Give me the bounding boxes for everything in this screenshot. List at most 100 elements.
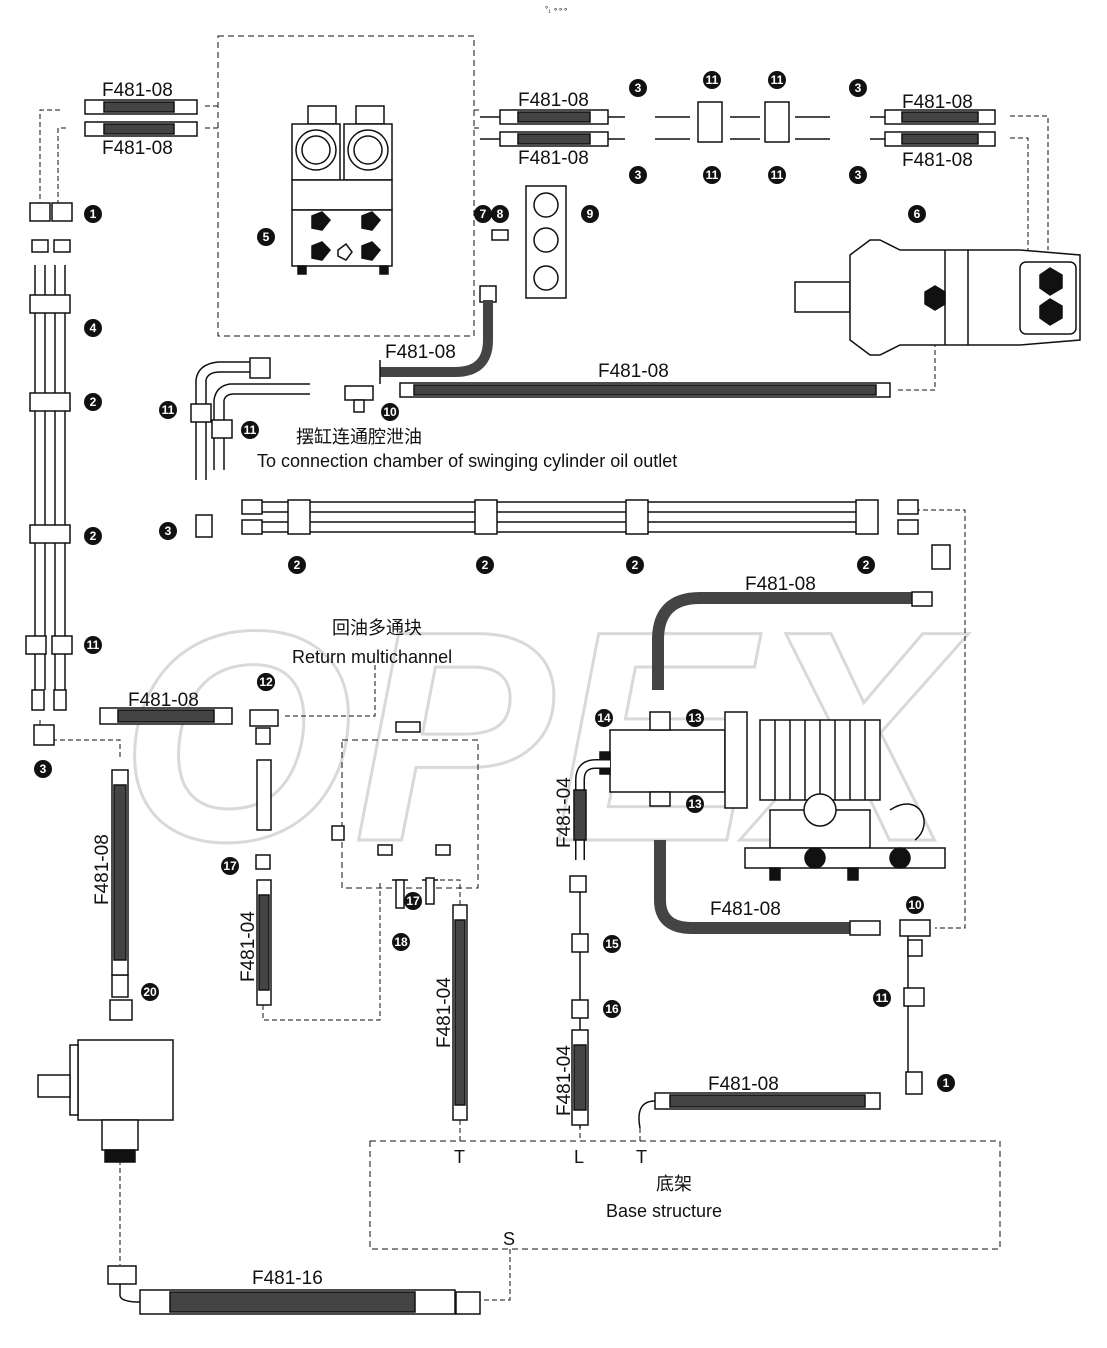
hose-code-label: F481-08 [710, 899, 781, 920]
callout-3: 3 [629, 79, 647, 97]
port-label: T [454, 1147, 465, 1167]
callout-number: 17 [406, 894, 420, 908]
pto-gearbox [37, 999, 174, 1163]
hose-code-label: F481-04 [238, 911, 259, 982]
hose-code-label: F481-08 [902, 92, 973, 113]
swing-cylinder-label-cn: 摆缸连通腔泄油 [296, 426, 422, 447]
pump-assembly [599, 711, 946, 881]
callout-number: 16 [605, 1002, 619, 1016]
callout-11: 11 [768, 71, 786, 89]
callout-number: 11 [706, 73, 719, 87]
callout-14: 14 [595, 709, 613, 727]
hose-code-label: F481-08 [102, 138, 173, 159]
callout-11: 11 [873, 989, 891, 1007]
callout-number: 12 [259, 675, 273, 689]
hose-code-label: F481-08 [598, 361, 669, 382]
hoses [84, 99, 996, 1315]
callout-number: 11 [87, 638, 100, 652]
callout-number: 6 [914, 207, 921, 221]
callout-number: 1 [90, 207, 97, 221]
callout-15: 15 [603, 935, 621, 953]
callout-1: 1 [937, 1074, 955, 1092]
callout-2: 2 [288, 556, 306, 574]
pipe-clamp [764, 101, 790, 143]
hydraulic-motor [794, 239, 1081, 356]
pressure-gauge-panel [525, 185, 567, 299]
callout-17: 17 [221, 857, 239, 875]
callout-2: 2 [84, 527, 102, 545]
pipe-clamp [571, 933, 589, 953]
valve-enclosure [217, 35, 475, 337]
hose-code-label: F481-08 [708, 1074, 779, 1095]
callout-number: 9 [587, 207, 594, 221]
callout-number: 3 [855, 168, 862, 182]
pipe-clamp [855, 499, 879, 535]
port-label: L [574, 1147, 584, 1167]
callout-20: 20 [141, 983, 159, 1001]
pipe-clamp [29, 524, 71, 544]
base-structure-label-cn: 底架 [656, 1174, 692, 1194]
callout-5: 5 [257, 228, 275, 246]
callout-number: 3 [165, 524, 172, 538]
callout-number: 13 [688, 711, 702, 725]
callout-2: 2 [84, 393, 102, 411]
callout-10: 10 [906, 896, 924, 914]
swing-cylinder-label-en: To connection chamber of swinging cylind… [257, 451, 677, 471]
gauge-icon [533, 227, 559, 253]
hose-code-label: F481-04 [434, 977, 455, 1048]
callout-17: 17 [404, 892, 422, 910]
callout-11: 11 [241, 421, 259, 439]
callout-number: 3 [635, 81, 642, 95]
callout-13: 13 [686, 795, 704, 813]
fittings [29, 202, 951, 1315]
pipe-clamp [29, 294, 71, 314]
pipe-clamp [625, 499, 649, 535]
return-multichannel-label-en: Return multichannel [292, 647, 452, 667]
callout-number: 3 [855, 81, 862, 95]
hose-code-label: F481-08 [745, 574, 816, 595]
pipe-clamp [571, 999, 589, 1019]
callout-number: 5 [263, 230, 270, 244]
pipe-clamp [190, 403, 212, 423]
pipe-clamp [287, 499, 311, 535]
callout-number: 20 [143, 985, 157, 999]
callout-number: 15 [605, 937, 619, 951]
callout-number: 18 [394, 935, 408, 949]
callout-4: 4 [84, 319, 102, 337]
manifold-fittings [331, 721, 451, 909]
pipe-clamp [25, 635, 47, 655]
callout-number: 3 [635, 168, 642, 182]
callout-13: 13 [686, 709, 704, 727]
hose-code-label: F481-16 [252, 1268, 323, 1289]
callout-number: 8 [497, 207, 504, 221]
gauge-icon [533, 192, 559, 218]
callout-6: 6 [908, 205, 926, 223]
callout-number: 1 [943, 1076, 950, 1090]
pipe-clamp [249, 357, 271, 379]
gauge-icon [533, 265, 559, 291]
callout-number: 2 [863, 558, 870, 572]
callout-number: 2 [90, 529, 97, 543]
pipe-clamp [697, 101, 723, 143]
callout-number: 7 [480, 207, 487, 221]
callout-number: 3 [40, 762, 47, 776]
pipe-clamp [29, 392, 71, 412]
hose-code-label: F481-08 [102, 80, 173, 101]
hose-code-label: F481-08 [385, 342, 456, 363]
callout-number: 2 [482, 558, 489, 572]
hose-code-label: F481-08 [92, 834, 113, 905]
callout-3: 3 [629, 166, 647, 184]
pipe-clamp [903, 987, 925, 1007]
callout-18: 18 [392, 933, 410, 951]
callout-11: 11 [159, 401, 177, 419]
callout-3: 3 [849, 79, 867, 97]
callout-number: 10 [908, 898, 922, 912]
callout-3: 3 [34, 760, 52, 778]
return-multichannel-block [341, 739, 479, 889]
top-mark: °₁ ∘∘∘ [545, 5, 568, 14]
callout-number: 14 [597, 711, 611, 725]
port-label: T [636, 1147, 647, 1167]
callout-number: 11 [876, 991, 889, 1005]
